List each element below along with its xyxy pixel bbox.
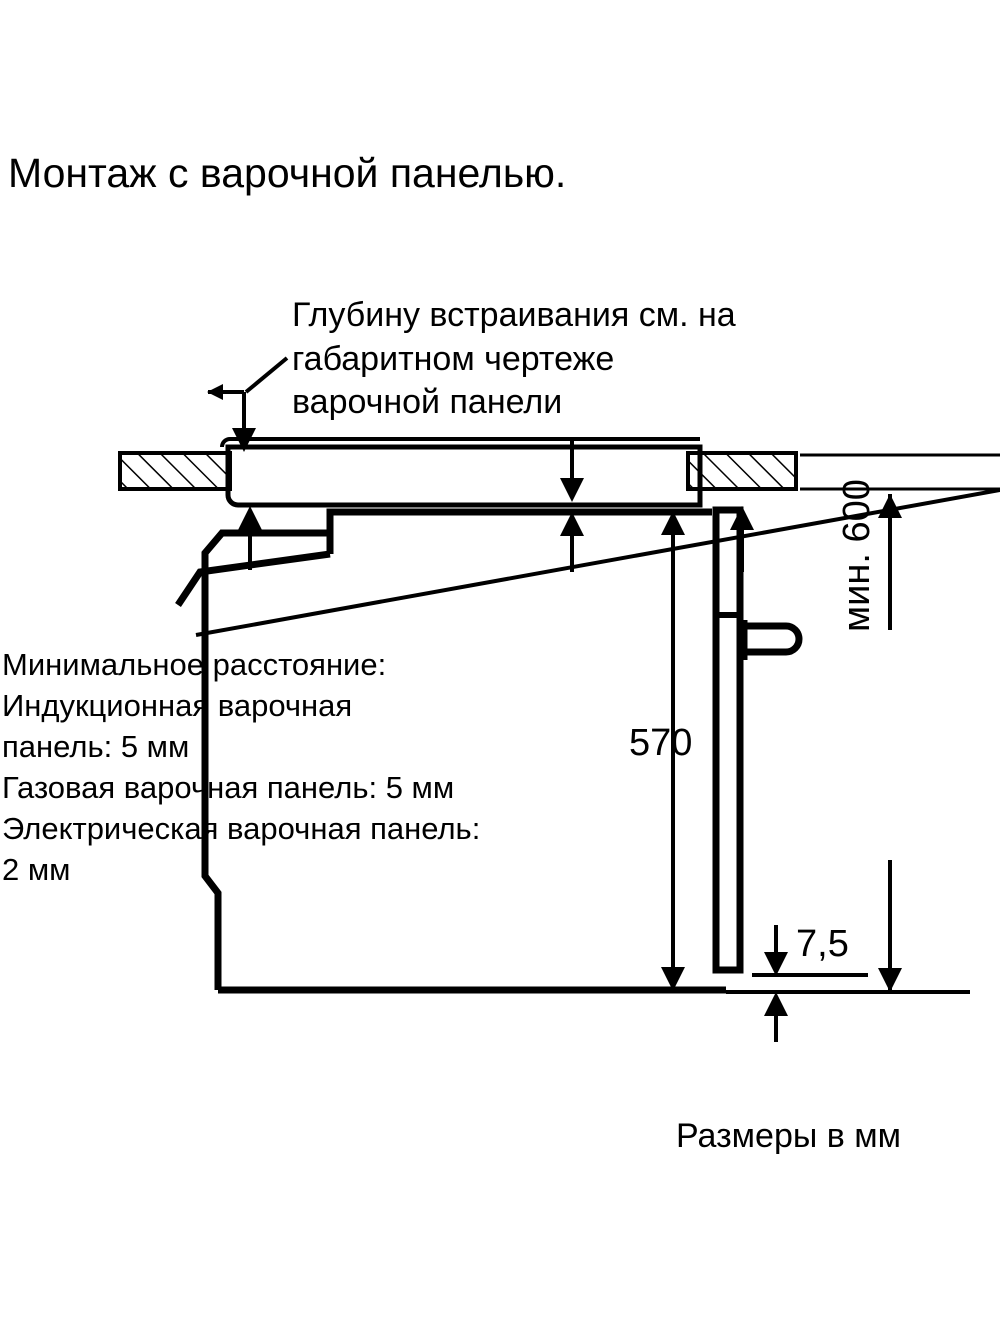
oven-door-panel xyxy=(712,506,744,974)
oven-top-front-lip xyxy=(175,533,334,607)
dimension-label-oven-height: 570 xyxy=(629,722,693,764)
page-title: Монтаж с варочной панелью. xyxy=(8,150,567,196)
leader-min-distance xyxy=(195,488,1000,637)
bottom-reference-lines xyxy=(726,973,970,994)
annotation-hob-depth: Глубину встраивания см. на габаритном че… xyxy=(292,296,736,422)
hob-flange-left xyxy=(220,437,700,448)
worktop-left-section xyxy=(118,451,232,491)
leader-hob-depth xyxy=(207,356,289,452)
worktop-right-section xyxy=(686,451,798,491)
worktop-extension-lines xyxy=(800,453,1000,491)
annotation-min-distance: Минимальное расстояние: Индукционная вар… xyxy=(2,647,481,887)
dimension-min600 xyxy=(862,494,918,992)
dimension-label-plinth-gap: 7,5 xyxy=(796,923,849,965)
oven-door-inner-seam xyxy=(714,612,740,618)
gap-arrow-left xyxy=(238,506,262,570)
dimension-label-niche-height: мин. 600 xyxy=(836,479,878,632)
dimension-570 xyxy=(661,511,685,991)
units-note: Размеры в мм xyxy=(676,1117,902,1155)
hob-body xyxy=(225,444,703,508)
dimension-75 xyxy=(764,925,788,1042)
oven-body-outline xyxy=(201,508,726,994)
oven-door-handle[interactable] xyxy=(740,620,803,660)
